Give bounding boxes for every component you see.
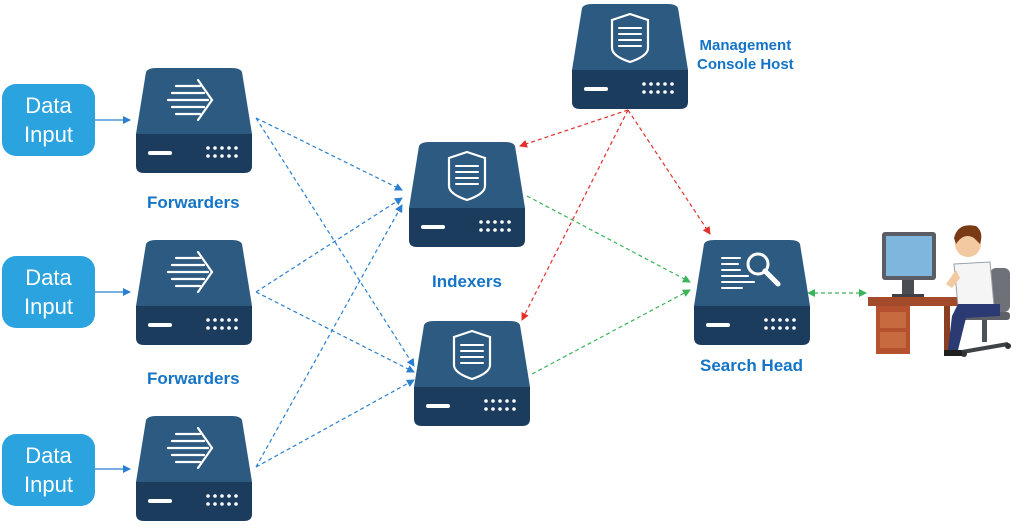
management-label-line2: Console Host <box>697 56 794 73</box>
search-head-label: Search Head <box>700 356 803 375</box>
data-input-line2: Input <box>24 472 73 497</box>
management-links <box>519 109 711 321</box>
indexer-searchhead-links <box>526 195 867 375</box>
indexer-server-1 <box>409 142 525 247</box>
forwarder-server-3 <box>136 416 252 521</box>
management-console-server <box>572 4 688 109</box>
data-input-box-3: Data Input <box>2 434 95 506</box>
indexer-server-2 <box>414 321 530 426</box>
data-input-box-2: Data Input <box>2 256 95 328</box>
forwarders-label-1: Forwarders <box>147 193 240 212</box>
forwarders-label-2: Forwarders <box>147 369 240 388</box>
user-at-desk-illustration <box>868 225 1011 357</box>
data-input-box-1: Data Input <box>2 84 95 156</box>
data-input-line1: Data <box>25 93 72 118</box>
management-label-line1: Management <box>699 37 792 54</box>
data-input-line2: Input <box>24 122 73 147</box>
data-input-line1: Data <box>25 265 72 290</box>
forwarder-indexer-links <box>255 117 415 468</box>
forwarder-server-1 <box>136 68 252 173</box>
data-input-line1: Data <box>25 443 72 468</box>
forwarder-server-2 <box>136 240 252 345</box>
management-console-label: Management Console Host <box>697 36 794 74</box>
indexers-label: Indexers <box>432 272 502 291</box>
search-head-server <box>694 240 810 345</box>
monitor-icon <box>882 232 936 298</box>
data-input-line2: Input <box>24 294 73 319</box>
input-links <box>95 116 131 473</box>
